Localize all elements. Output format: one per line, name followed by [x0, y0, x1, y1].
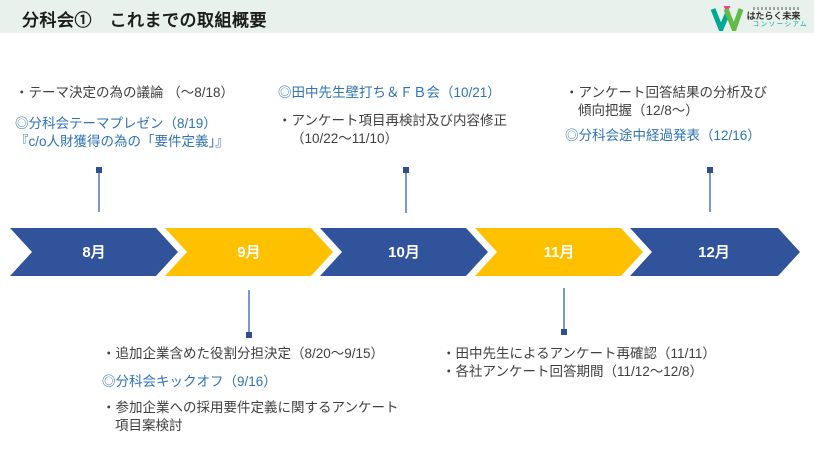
annotation-line-highlight: 『c/o人財獲得の為の「要件定義」』 — [15, 134, 229, 149]
annotation-line: 傾向把握（12/8〜） — [578, 103, 699, 118]
logo-subtitle: コンソーシアム — [752, 21, 808, 29]
connector-october — [403, 167, 409, 213]
connector-december — [707, 167, 713, 212]
annotation-line: ・アンケート回答結果の分析及び — [565, 85, 767, 100]
header-bar: 分科会① これまでの取組概要 はたらく未来 コンソーシアム — [0, 0, 814, 33]
chevron-october — [320, 228, 488, 276]
month-label-october: 10月 — [388, 244, 420, 261]
chevron-december — [630, 228, 800, 276]
annotation-line-highlight: ◎田中先生壁打ち＆ＦＢ会（10/21） — [278, 85, 501, 100]
annotation-line-highlight: ◎分科会キックオフ（9/16） — [102, 374, 277, 389]
annotation-september: ・追加企業含めた役割分担決定（8/20〜9/15） ◎分科会キックオフ（9/16… — [102, 345, 398, 435]
chevron-september — [165, 228, 333, 276]
annotation-line: ・参加企業への採用要件定義に関するアンケート — [102, 400, 399, 415]
connector-dot — [246, 332, 252, 338]
hataraku-mirai-logo: はたらく未来 コンソーシアム — [710, 3, 808, 33]
connector-dot — [707, 167, 713, 173]
connector-dot — [96, 167, 102, 173]
logo-tagline — [752, 7, 799, 11]
annotation-october: ◎田中先生壁打ち＆ＦＢ会（10/21） ・アンケート項目再検討及び内容修正 （1… — [278, 84, 507, 148]
chevron-november — [475, 228, 643, 276]
annotation-line: ・アンケート項目再検討及び内容修正 — [278, 113, 507, 128]
annotation-line: ・追加企業含めた役割分担決定（8/20〜9/15） — [102, 346, 385, 361]
connector-dot — [403, 167, 409, 173]
annotation-december: ・アンケート回答結果の分析及び 傾向把握（12/8〜） ◎分科会途中経過発表（1… — [565, 84, 767, 145]
annotation-line: ・テーマ決定の為の議論 （〜8/18） — [15, 85, 235, 100]
annotation-line-highlight: ◎分科会途中経過発表（12/16） — [565, 128, 761, 143]
annotation-line: （10/22〜11/10） — [291, 131, 399, 146]
annotation-november: ・田中先生によるアンケート再確認（11/11） ・各社アンケート回答期間（11/… — [442, 345, 716, 381]
annotation-line: 項目案検討 — [115, 418, 183, 433]
connector-november — [561, 288, 567, 335]
connector-dot — [561, 329, 567, 335]
month-label-august: 8月 — [82, 244, 105, 261]
page-title: 分科会① これまでの取組概要 — [22, 11, 267, 30]
w-logo-icon — [710, 6, 743, 31]
month-label-september: 9月 — [237, 244, 260, 261]
chevron-august — [10, 228, 178, 276]
connector-august — [96, 167, 102, 212]
annotation-line-highlight: ◎分科会テーマプレゼン（8/19） — [15, 116, 217, 131]
annotation-line: ・田中先生によるアンケート再確認（11/11） — [442, 346, 716, 361]
annotation-line: ・各社アンケート回答期間（11/12〜12/8） — [442, 364, 704, 379]
logo-text: はたらく未来 コンソーシアム — [747, 7, 808, 29]
month-label-november: 11月 — [544, 244, 575, 261]
connector-september — [246, 290, 252, 338]
logo-name: はたらく未来 — [746, 11, 801, 22]
month-label-december: 12月 — [698, 244, 730, 261]
annotation-august: ・テーマ決定の為の議論 （〜8/18） ◎分科会テーマプレゼン（8/19） 『c… — [15, 84, 234, 151]
